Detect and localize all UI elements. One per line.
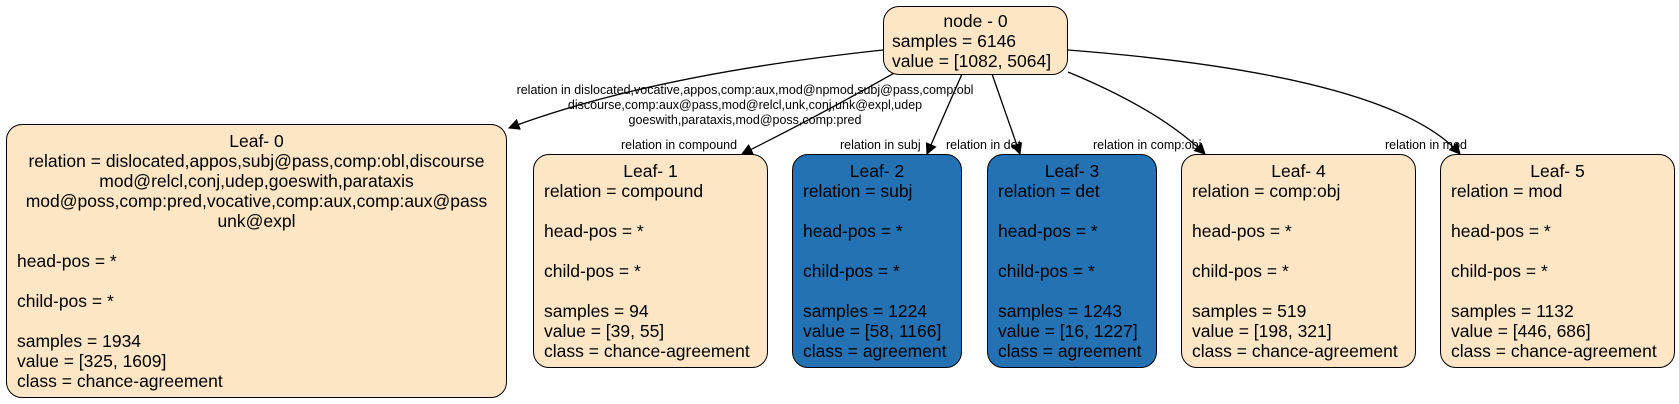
node-class: class = chance-agreement — [1192, 341, 1398, 361]
node-child-pos: child-pos = * — [998, 261, 1095, 281]
spacer — [803, 281, 951, 301]
node-relation: relation = det — [998, 181, 1100, 201]
node-title: Leaf- 2 — [849, 161, 905, 181]
edge-label-leaf-0: relation in dislocated,vocative,appos,co… — [505, 83, 985, 128]
spacer — [803, 201, 951, 221]
spacer — [998, 241, 1146, 261]
node-samples: samples = 94 — [544, 301, 649, 321]
leaf-node-5: Leaf- 5 relation = mod head-pos = * chil… — [1440, 154, 1675, 368]
node-value: value = [39, 55] — [544, 321, 665, 341]
node-relation: mod@relcl,conj,udep,goeswith,parataxis — [99, 171, 414, 191]
node-head-pos: head-pos = * — [17, 251, 117, 271]
root-node: node - 0 samples = 6146 value = [1082, 5… — [883, 6, 1068, 75]
node-value: value = [58, 1166] — [803, 321, 942, 341]
edge-label-leaf-2: relation in subj — [840, 138, 921, 152]
node-title: Leaf- 1 — [623, 161, 678, 181]
node-class: class = chance-agreement — [17, 371, 223, 391]
edge-label-leaf-3: relation in det — [946, 138, 1022, 152]
spacer — [1451, 201, 1664, 221]
leaf-node-3: Leaf- 3 relation = det head-pos = * chil… — [987, 154, 1157, 368]
node-samples: samples = 1934 — [17, 331, 142, 351]
spacer — [1451, 281, 1664, 301]
edge-root-leaf-5 — [1067, 49, 1461, 155]
node-title: Leaf- 3 — [1044, 161, 1100, 181]
node-value: value = [325, 1609] — [17, 351, 167, 371]
node-head-pos: head-pos = * — [803, 221, 903, 241]
edge-root-leaf-4 — [1067, 71, 1206, 155]
edge-root-leaf-1 — [740, 67, 904, 155]
node-child-pos: child-pos = * — [803, 261, 900, 281]
node-child-pos: child-pos = * — [544, 261, 641, 281]
node-relation: relation = mod — [1451, 181, 1563, 201]
leaf-node-1: Leaf- 1 relation = compound head-pos = *… — [533, 154, 768, 368]
node-relation: relation = dislocated,appos,subj@pass,co… — [28, 151, 485, 171]
spacer — [998, 281, 1146, 301]
node-relation: unk@expl — [217, 211, 296, 231]
node-samples: samples = 519 — [1192, 301, 1307, 321]
spacer — [1192, 241, 1405, 261]
edge-label-leaf-1: relation in compound — [621, 138, 738, 152]
node-value: value = [1082, 5064] — [892, 51, 1052, 71]
node-child-pos: child-pos = * — [1192, 261, 1289, 281]
edge-root-leaf-0 — [507, 49, 884, 130]
leaf-node-0: Leaf- 0 relation = dislocated,appos,subj… — [6, 124, 507, 398]
node-relation: mod@poss,comp:pred,vocative,comp:aux,com… — [25, 191, 488, 211]
node-title: Leaf- 0 — [229, 131, 284, 151]
edge-label-leaf-4: relation in comp:obj — [1093, 138, 1202, 152]
edge-label-leaf-5: relation in mod — [1385, 138, 1467, 152]
node-value: value = [198, 321] — [1192, 321, 1332, 341]
node-class: class = chance-agreement — [1451, 341, 1657, 361]
spacer — [998, 201, 1146, 221]
spacer — [1192, 281, 1405, 301]
spacer — [17, 271, 496, 291]
node-class: class = agreement — [998, 341, 1142, 361]
node-child-pos: child-pos = * — [1451, 261, 1548, 281]
edge-root-leaf-2 — [925, 73, 963, 156]
node-title: Leaf- 4 — [1271, 161, 1326, 181]
edge-label-line: goeswith,parataxis,mod@poss,comp:pred — [628, 113, 862, 127]
node-class: class = chance-agreement — [544, 341, 750, 361]
leaf-node-2: Leaf- 2 relation = subj head-pos = * chi… — [792, 154, 962, 368]
node-value: value = [16, 1227] — [998, 321, 1138, 341]
spacer — [544, 241, 757, 261]
edge-label-line: relation in dislocated,vocative,appos,co… — [516, 83, 974, 97]
node-samples: samples = 1132 — [1451, 301, 1574, 321]
node-value: value = [446, 686] — [1451, 321, 1591, 341]
spacer — [544, 201, 757, 221]
node-relation: relation = comp:obj — [1192, 181, 1341, 201]
edge-root-leaf-3 — [991, 73, 1023, 156]
node-relation: relation = compound — [544, 181, 704, 201]
node-title: node - 0 — [943, 11, 1008, 31]
node-samples: samples = 1224 — [803, 301, 928, 321]
node-child-pos: child-pos = * — [17, 291, 114, 311]
node-head-pos: head-pos = * — [544, 221, 644, 241]
node-samples: samples = 1243 — [998, 301, 1123, 321]
spacer — [803, 241, 951, 261]
node-samples: samples = 6146 — [892, 31, 1017, 51]
edge-label-line: discourse,comp:aux@pass,mod@relcl,unk,co… — [567, 98, 923, 112]
node-head-pos: head-pos = * — [998, 221, 1098, 241]
spacer — [17, 231, 496, 251]
node-relation: relation = subj — [803, 181, 913, 201]
node-title: Leaf- 5 — [1530, 161, 1585, 181]
spacer — [17, 311, 496, 331]
spacer — [1451, 241, 1664, 261]
node-head-pos: head-pos = * — [1192, 221, 1292, 241]
node-class: class = agreement — [803, 341, 947, 361]
spacer — [544, 281, 757, 301]
leaf-node-4: Leaf- 4 relation = comp:obj head-pos = *… — [1181, 154, 1416, 368]
node-head-pos: head-pos = * — [1451, 221, 1551, 241]
spacer — [1192, 201, 1405, 221]
